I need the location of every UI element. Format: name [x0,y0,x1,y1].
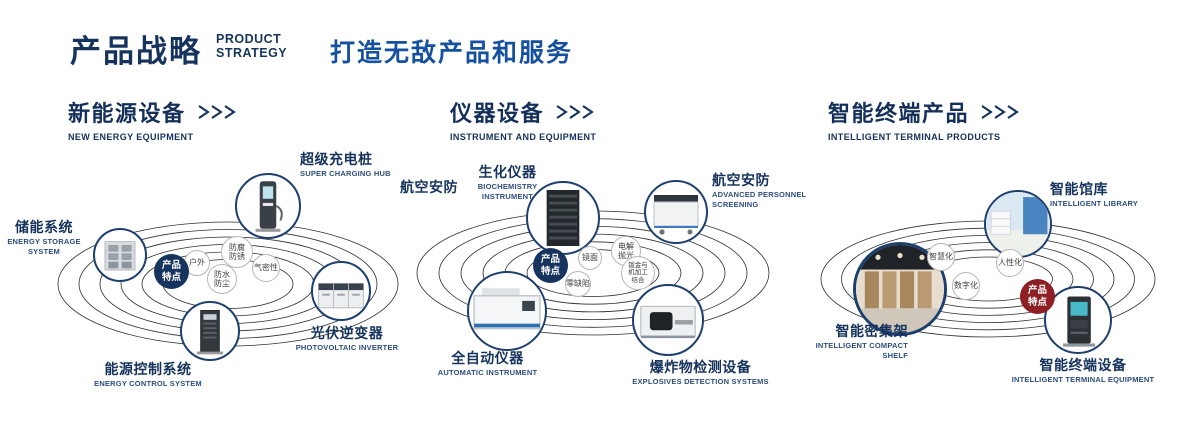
label-personnel-screening: 航空安防 ADVANCED PERSONNEL SCREENING [712,172,807,209]
feature-badge-label: 产品特点 [541,254,561,277]
explosives-detection-image [640,305,696,339]
section-subtitle: INTELLIGENT TERMINAL PRODUCTS [828,132,1001,142]
product-circle-intelligent-library [984,190,1052,258]
feature-badge: 产品特点 [533,248,568,283]
feature-badge: 产品特点 [154,254,189,289]
product-circle-automatic-instrument [467,271,547,351]
label-biochemistry: 生化仪器 BIOCHEMISTRY INSTRUMENT [477,164,538,201]
label-compact-shelf: 智能密集架 INTELLIGENT COMPACT SHELF [815,323,908,360]
feature-bubble-digital: 数字化 [952,272,980,300]
section-subtitle: INSTRUMENT AND EQUIPMENT [450,132,597,142]
feature-bubble-zero-defect: 零缺陷 [565,271,591,297]
automatic-instrument-image [473,288,541,330]
section-title: 新能源设备 [68,101,186,126]
feature-bubble-airtight: 气密性 [252,254,280,282]
feature-badge-label: 产品特点 [1028,285,1048,308]
section-header-intelligent-terminal: 智能终端产品 INTELLIGENT TERMINAL PRODUCTS [828,96,1021,142]
page-title-en-line2: STRATEGY [216,45,288,60]
intelligent-library-image [986,192,1050,256]
feature-bubble-intelligent: 智慧化 [927,243,955,271]
feature-bubble-anticorrosion: 防腐防锈 [221,236,253,268]
feature-bubble-waterproof: 防水防尘 [207,264,237,294]
super-charger-image [255,181,283,232]
label-aviation-security-side: 航空安防 [400,179,458,195]
personnel-screening-image [653,195,699,235]
feature-bubble-sheetmetal-machining: 钣金与机加工结合 [621,256,655,290]
feature-badge: 产品特点 [1020,279,1055,314]
page-title: 产品战略 [70,34,202,69]
product-circle-biochemistry [526,181,600,255]
label-terminal-equipment: 智能终端设备 INTELLIGENT TERMINAL EQUIPMENT [1011,357,1155,384]
product-circle-energy-control [180,301,240,361]
label-automatic-instrument: 全自动仪器 AUTOMATIC INSTRUMENT [437,350,538,377]
pv-inverter-image [318,283,364,309]
label-energy-control: 能源控制系统 ENERGY CONTROL SYSTEM [94,361,202,388]
label-super-charger: 超级充电桩 SUPER CHARGING HUB [300,151,391,178]
product-circle-explosives-detection [632,284,704,356]
label-pv-inverter: 光伏逆变器 PHOTOVOLTAIC INVERTER [295,325,399,352]
energy-control-image [196,310,224,355]
section-title: 智能终端产品 [828,101,970,126]
triple-arrow-icon [197,105,238,119]
energy-storage-image [104,241,136,271]
terminal-equipment-image [1063,296,1096,347]
section-header-instruments: 仪器设备 INSTRUMENT AND EQUIPMENT [450,96,596,142]
feature-bubble-mirror-finish: 镜面 [578,246,602,270]
page-title-en: PRODUCT STRATEGY [216,32,288,61]
product-circle-terminal-equipment [1044,286,1112,354]
section-header-new-energy: 新能源设备 NEW ENERGY EQUIPMENT [68,96,238,142]
product-circle-pv-inverter [311,261,371,321]
product-circle-personnel-screening [644,180,708,244]
triple-arrow-icon [981,105,1021,119]
feature-bubble-humanized: 人性化 [996,249,1024,277]
triple-arrow-icon [556,105,596,119]
label-explosives-detection: 爆炸物检测设备 EXPLOSIVES DETECTION SYSTEMS [632,359,769,386]
section-title: 仪器设备 [450,101,545,126]
feature-badge-label: 产品特点 [162,260,182,283]
section-subtitle: NEW ENERGY EQUIPMENT [68,132,194,142]
page-tagline: 打造无敌产品和服务 [330,39,574,67]
product-circle-energy-storage [93,228,147,282]
product-circle-super-charger [235,173,301,239]
biochemistry-image [546,190,580,246]
label-energy-storage: 储能系统 ENERGY STORAGE SYSTEM [7,219,81,256]
page-title-en-line1: PRODUCT [216,32,282,46]
label-intelligent-library: 智能馆库 INTELLIGENT LIBRARY [1050,181,1139,208]
